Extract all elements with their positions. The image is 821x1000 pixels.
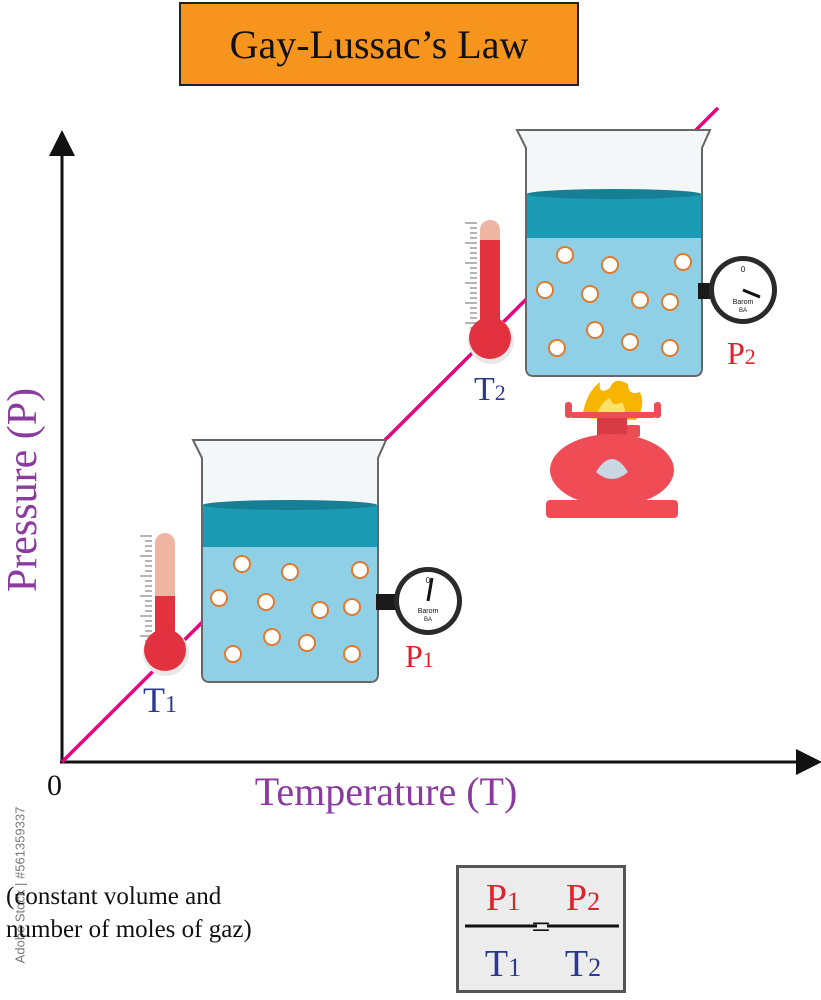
pressure-gauge-2: 0 Barom BA	[698, 256, 777, 324]
p2-label: P2	[727, 335, 756, 371]
condition-note-line-2: number of moles of gaz)	[6, 916, 252, 943]
gas-burner	[546, 380, 678, 518]
burner-highlight	[596, 459, 628, 479]
gas-molecule	[548, 339, 566, 357]
pressure-gauge-1: 0 Barom BA	[376, 567, 462, 635]
gas-molecule	[263, 628, 281, 646]
t1-label: T1	[143, 680, 177, 720]
x-axis-label: Temperature (T)	[255, 769, 518, 814]
formula-t1: T1	[485, 943, 521, 985]
gas-molecule	[661, 293, 679, 311]
formula-equals: =	[531, 909, 550, 946]
formula: P1 T1 = P2 T2	[465, 877, 619, 985]
thermometer-2-scale	[465, 222, 477, 329]
gas-molecule	[343, 598, 361, 616]
formula-p1: P1	[486, 877, 520, 919]
gas-molecule	[581, 285, 599, 303]
x-axis-arrow	[796, 749, 821, 775]
beaker-2	[515, 129, 712, 377]
burner-base	[546, 500, 678, 518]
beaker-1-water-surface	[203, 505, 377, 547]
gauge-1-connector	[376, 594, 398, 610]
beaker-1-bubbles	[210, 555, 369, 663]
condition-note: (constant volume and number of moles of …	[6, 880, 366, 946]
condition-note-line-1: (constant volume and	[6, 883, 222, 910]
formula-box: P1 T1 = P2 T2	[456, 865, 626, 993]
y-axis-arrow	[49, 130, 75, 156]
thermometer-2	[465, 220, 514, 364]
thermometer-1-bulb	[144, 629, 186, 671]
gas-molecule	[257, 593, 275, 611]
gas-molecule	[224, 645, 242, 663]
beaker-1-water-top	[203, 500, 377, 510]
gauge-2-brand: Barom	[733, 299, 754, 306]
beaker-2-water	[527, 197, 701, 375]
gas-molecule	[556, 246, 574, 264]
beaker-1-water	[203, 508, 377, 681]
burner-grate-post-left	[565, 402, 572, 418]
thermometer-1	[140, 533, 189, 676]
beaker-1	[191, 439, 388, 683]
gas-molecule	[586, 321, 604, 339]
gas-molecule	[631, 291, 649, 309]
burner-grate-post-right	[654, 402, 661, 418]
beaker-2-water-top	[527, 189, 701, 199]
gauge-2-model: BA	[739, 308, 747, 314]
thermometer-1-scale	[140, 535, 152, 642]
thermometer-2-mercury	[480, 240, 500, 340]
gas-molecule	[210, 589, 228, 607]
formula-t2: T2	[565, 943, 601, 985]
gas-molecule	[536, 281, 554, 299]
flame-icon	[582, 380, 643, 420]
gauge-1-needle	[426, 577, 434, 602]
formula-p2: P2	[566, 877, 600, 919]
gas-molecule	[621, 333, 639, 351]
gauge-1-zero: 0	[426, 576, 431, 585]
gas-molecule	[281, 563, 299, 581]
beaker-2-water-surface	[527, 194, 701, 238]
gas-molecule	[343, 645, 361, 663]
t2-label: T2	[474, 371, 506, 408]
burner-valve	[626, 425, 640, 437]
y-axis-label: Pressure (P)	[0, 388, 46, 592]
beaker-2-bubbles	[536, 246, 692, 357]
thermometer-2-bulb	[469, 317, 511, 359]
gauge-2-needle	[742, 288, 761, 299]
title: Gay-Lussac’s Law	[229, 21, 529, 67]
gauge-2-zero: 0	[741, 265, 746, 274]
gas-molecule	[351, 561, 369, 579]
gas-molecule	[661, 339, 679, 357]
gas-molecule	[674, 253, 692, 271]
gas-molecule	[601, 256, 619, 274]
gas-molecule	[298, 634, 316, 652]
burner-grate	[570, 412, 656, 418]
gauge-1-brand: Barom	[418, 608, 439, 615]
gas-molecule	[233, 555, 251, 573]
p1-label: P1	[405, 638, 434, 674]
gas-molecule	[311, 601, 329, 619]
origin-label: 0	[47, 769, 62, 802]
gauge-1-model: BA	[424, 617, 432, 623]
title-box: Gay-Lussac’s Law	[179, 2, 579, 86]
